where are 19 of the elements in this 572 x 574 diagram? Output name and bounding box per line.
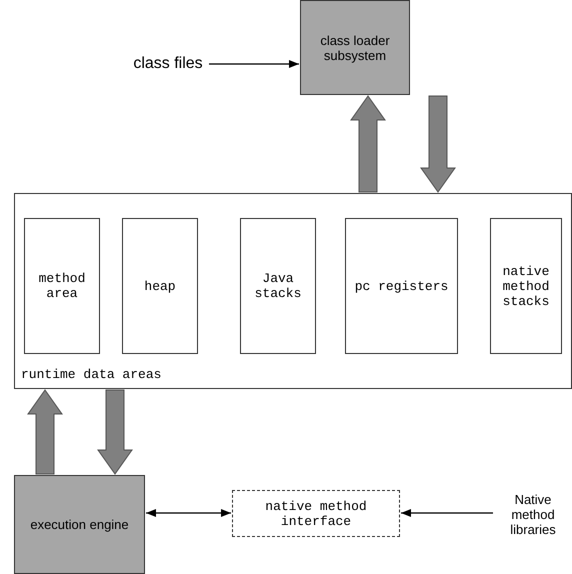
memory-box: heap	[122, 218, 198, 354]
memory-box: native method stacks	[490, 218, 562, 354]
memory-box: Java stacks	[240, 218, 316, 354]
arrow	[97, 390, 133, 475]
arrow	[27, 389, 63, 474]
arrow	[401, 509, 493, 517]
subsystem-box: class loader subsystem	[300, 0, 410, 95]
memory-box: method area	[24, 218, 100, 354]
memory-box: pc registers	[345, 218, 458, 354]
area-panel	[14, 193, 572, 389]
library-label: Native method libraries	[494, 484, 572, 544]
arrow	[209, 60, 299, 68]
arrow	[420, 96, 456, 193]
arrow	[350, 95, 386, 192]
engine-box: execution engine	[14, 475, 145, 574]
input-label: class files	[128, 52, 208, 76]
interface-box: native method interface	[232, 490, 400, 537]
arrow	[146, 509, 231, 517]
area-label: runtime data areas	[21, 367, 162, 382]
